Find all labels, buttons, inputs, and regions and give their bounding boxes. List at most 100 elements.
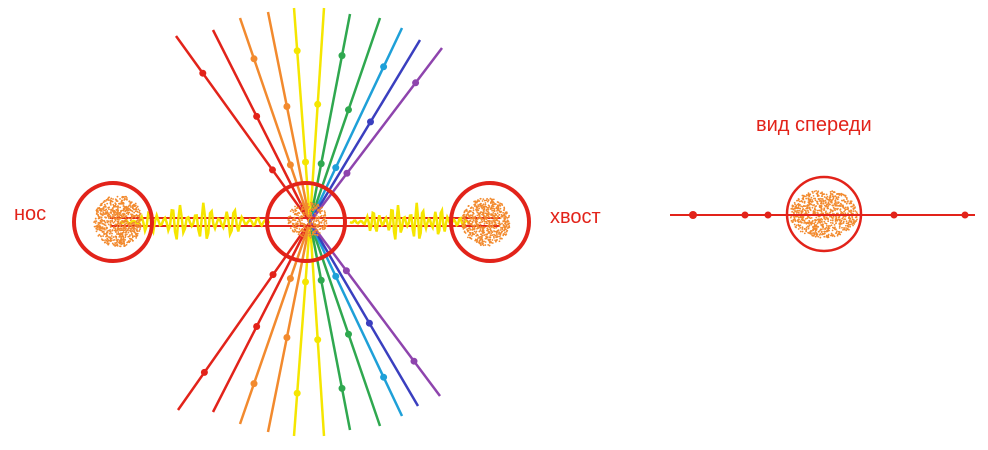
particle	[842, 199, 844, 202]
particle	[808, 200, 811, 203]
particle	[120, 210, 122, 213]
particle	[490, 213, 493, 215]
particle	[478, 200, 481, 202]
particle	[309, 236, 312, 239]
particle	[481, 226, 484, 228]
particle	[93, 221, 96, 223]
particle	[814, 230, 817, 233]
particle	[295, 223, 298, 226]
particle	[121, 239, 124, 241]
particle	[794, 225, 797, 228]
particle	[490, 226, 493, 229]
particle	[819, 192, 822, 195]
particle	[831, 195, 834, 198]
particle	[855, 216, 858, 219]
particle	[823, 200, 825, 202]
particle	[829, 190, 832, 193]
particle	[841, 217, 844, 220]
particle	[850, 212, 853, 215]
particle	[820, 228, 823, 231]
particle	[97, 215, 100, 218]
particle	[811, 190, 814, 193]
particle	[126, 229, 128, 232]
particle	[108, 196, 111, 199]
ray-dot	[286, 275, 294, 283]
particle	[831, 222, 834, 224]
particle	[843, 228, 846, 231]
particle	[830, 216, 833, 219]
particle	[138, 230, 141, 232]
particle	[312, 204, 315, 207]
particle	[810, 196, 813, 199]
particle	[498, 220, 501, 223]
particle	[134, 210, 137, 213]
particle	[811, 232, 814, 235]
particle	[99, 204, 102, 207]
particle	[480, 221, 482, 224]
particle	[298, 212, 301, 215]
particle	[850, 221, 853, 224]
particle	[325, 219, 328, 222]
particle	[317, 226, 319, 229]
particle	[114, 198, 117, 201]
particle	[486, 222, 489, 225]
ray-dot	[342, 267, 350, 275]
particle	[125, 243, 128, 246]
particle	[844, 206, 847, 209]
particle	[115, 235, 118, 238]
particle	[130, 224, 132, 227]
particle	[473, 200, 476, 203]
particle	[317, 203, 320, 206]
particle	[475, 222, 478, 225]
particle	[793, 201, 796, 204]
particle	[296, 220, 299, 223]
particle	[474, 205, 476, 208]
particle	[793, 223, 796, 226]
particle	[801, 230, 804, 233]
particle	[485, 205, 488, 208]
particle	[803, 232, 806, 235]
particle	[488, 216, 490, 219]
particle	[825, 196, 828, 199]
particle	[308, 232, 310, 235]
particle	[798, 225, 801, 227]
particle	[120, 238, 123, 241]
particle	[127, 228, 129, 230]
particle	[845, 220, 848, 223]
ray-dot	[412, 79, 420, 87]
particle	[485, 208, 488, 211]
particle	[492, 225, 495, 228]
particle	[506, 219, 509, 222]
particle	[134, 202, 137, 205]
particle	[114, 228, 117, 231]
particle	[106, 231, 109, 234]
particle	[101, 202, 104, 205]
particle	[292, 209, 294, 212]
particle	[835, 217, 838, 220]
front-axis-dot	[890, 211, 898, 219]
particle	[477, 237, 479, 240]
particle	[112, 236, 115, 238]
particle	[467, 229, 470, 232]
particle	[491, 215, 494, 217]
particle	[851, 223, 854, 225]
particle	[836, 198, 839, 200]
particle	[504, 217, 507, 220]
particle	[498, 225, 501, 228]
particle	[120, 216, 123, 219]
particle	[106, 210, 109, 212]
particle	[131, 213, 134, 216]
wave-line	[119, 202, 271, 240]
ray-dot	[200, 368, 208, 376]
particle	[122, 221, 125, 223]
particle	[495, 219, 497, 222]
particle	[474, 232, 477, 234]
ray-dot	[283, 103, 291, 110]
particle	[97, 223, 100, 226]
particle	[491, 239, 494, 241]
particle	[467, 236, 469, 239]
particle	[480, 235, 483, 237]
particle	[126, 198, 128, 201]
particle	[309, 222, 312, 225]
particle	[819, 209, 821, 212]
